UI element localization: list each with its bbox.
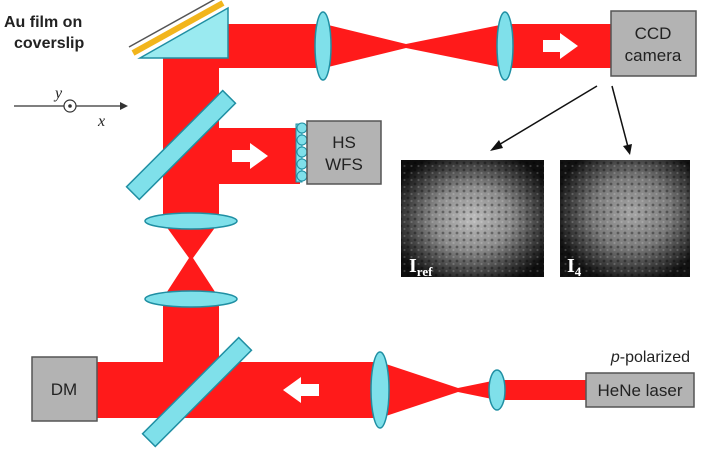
laser-label: HeNe laser: [597, 381, 682, 400]
lens-bottom-2: [488, 369, 506, 411]
beam-bottom-diverge: [458, 380, 497, 400]
gold-film-edge: [128, 0, 216, 48]
gold-film: [131, 0, 225, 56]
image-ref-main: I: [409, 255, 417, 277]
prism: [137, 6, 229, 59]
lens-top-1: [314, 11, 332, 81]
ccd-label-line1: CCD: [635, 24, 672, 43]
arrow-left-bottom-icon: [283, 377, 319, 403]
pointer-arrow-left-icon: [490, 140, 503, 151]
image-4-label: I4: [567, 255, 582, 279]
dm-box: DM: [31, 356, 98, 422]
prism-with-gold-film: [128, 0, 229, 59]
beam-top-converge: [324, 24, 406, 68]
arrow-right-top-icon: [543, 33, 578, 59]
polarization-prefix: p: [610, 349, 620, 366]
beam-bottom-converge: [380, 362, 458, 418]
lens-vertical-2: [144, 290, 238, 308]
beam-bottom-left: [97, 362, 380, 418]
lens-vertical-1: [144, 212, 238, 230]
lenslet-array: [295, 122, 308, 183]
sample-caption-line1: Au film on: [4, 14, 82, 31]
lens-bottom-1: [370, 351, 390, 429]
direction-arrows: [232, 33, 578, 403]
beam-splitter-upper: [125, 89, 237, 201]
beam-bottom-laser: [497, 380, 587, 400]
hs-label-line1: HS: [332, 133, 356, 152]
image-ref-label: Iref: [409, 255, 433, 279]
camera-image-ref: Iref: [401, 160, 544, 279]
camera-image-4: I4: [560, 160, 690, 279]
pointer-arrow-right-icon: [623, 144, 632, 155]
coordinate-axes: y x: [14, 85, 128, 130]
arrow-right-hs-icon: [232, 143, 268, 169]
beam-vertical-converge: [163, 222, 219, 258]
beam-splitter-lower: [141, 336, 253, 448]
image-4-main: I: [567, 255, 575, 277]
beam-splitters: [125, 89, 253, 448]
polarization-caption: p-polarized: [610, 349, 690, 366]
y-axis-label: y: [53, 85, 63, 102]
polarization-suffix: -polarized: [620, 349, 690, 366]
ccd-label-line2: camera: [625, 46, 682, 65]
beam-vertical-diverge: [163, 258, 219, 298]
lenses: [144, 11, 514, 429]
image-4-sub: 4: [575, 264, 582, 279]
pointer-arrows: [490, 85, 632, 155]
beam-top-diverge: [406, 24, 505, 68]
laser-box: HeNe laser: [585, 372, 695, 408]
sample-caption-line2: coverslip: [14, 35, 84, 52]
hs-wfs-box: HS WFS: [306, 120, 382, 185]
x-axis-label: x: [97, 113, 105, 130]
x-axis-arrowhead-icon: [120, 102, 128, 110]
image-ref-sub: ref: [417, 264, 433, 279]
hs-label-line2: WFS: [325, 155, 363, 174]
dm-label: DM: [51, 380, 77, 399]
lens-top-2: [496, 11, 514, 81]
ccd-camera-box: CCD camera: [610, 10, 697, 77]
